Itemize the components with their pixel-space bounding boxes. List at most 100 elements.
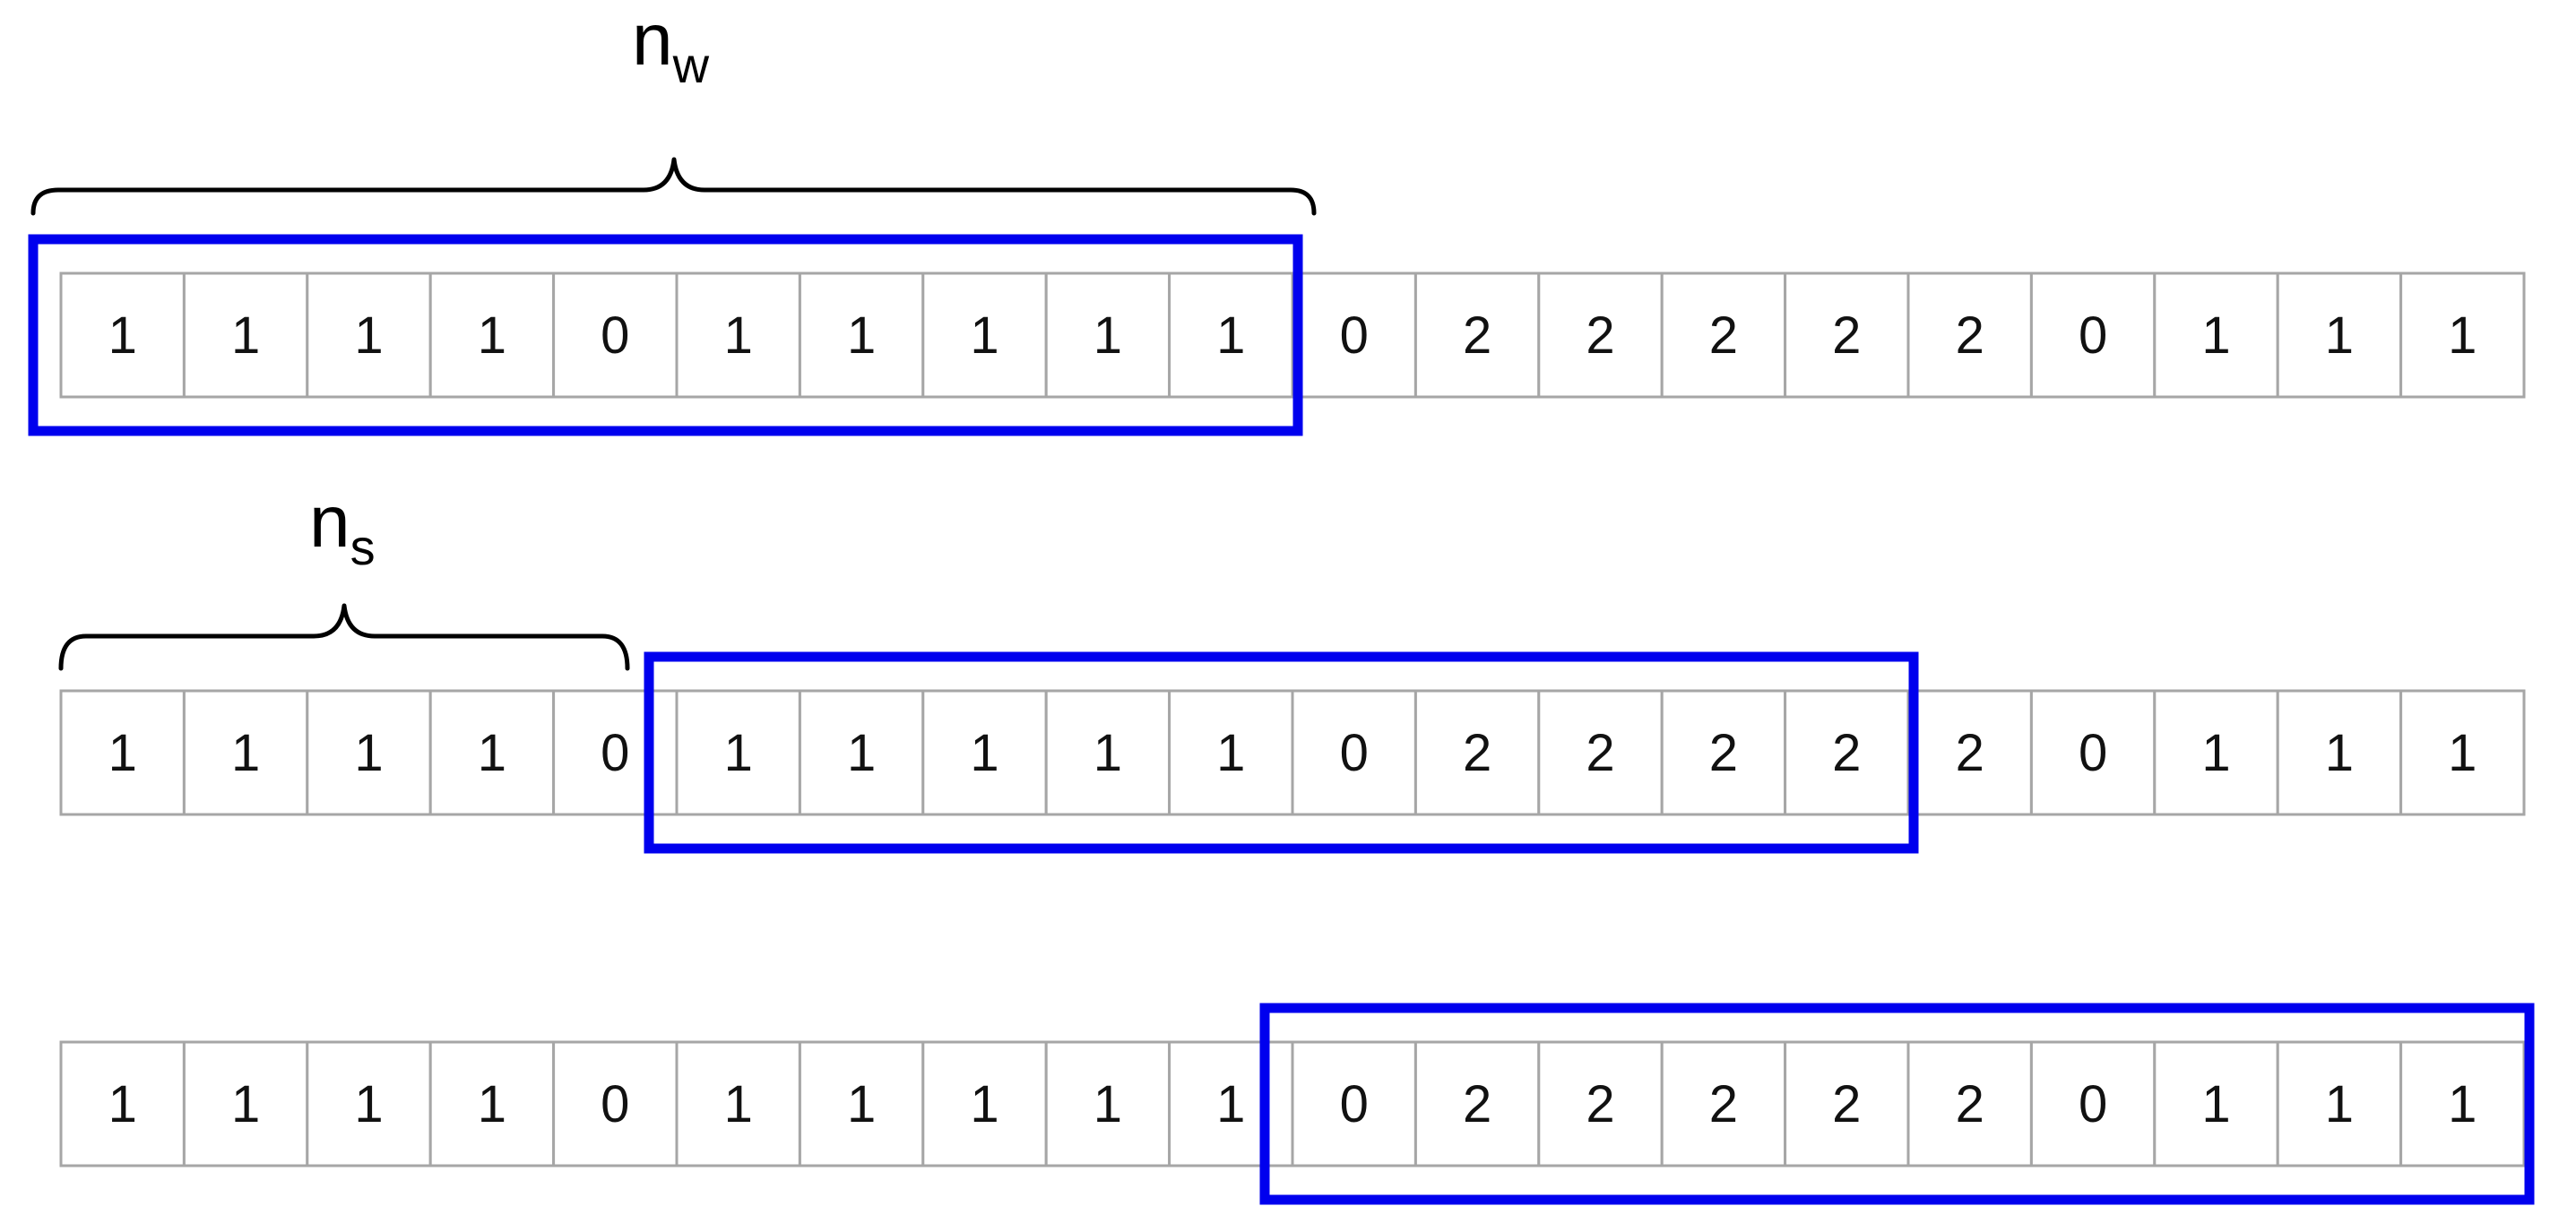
sequence-cell-value: 2 bbox=[1956, 306, 1984, 365]
sequence-cell-value: 0 bbox=[2079, 306, 2107, 365]
sequence-cell-value: 1 bbox=[478, 1075, 506, 1133]
sequence-cell bbox=[552, 1040, 679, 1167]
sequence-cell bbox=[798, 1040, 925, 1167]
window-size-brace bbox=[30, 157, 1317, 216]
sequence-cell-value: 0 bbox=[2079, 724, 2107, 782]
sequence-cell-value: 1 bbox=[724, 306, 753, 365]
step-size-label: ns bbox=[309, 481, 376, 575]
sequence-cell-value: 1 bbox=[2201, 1075, 2230, 1133]
sequence-cell bbox=[2399, 271, 2526, 399]
sequence-cell-value: 1 bbox=[1094, 724, 1122, 782]
step-size-brace-group: ns bbox=[58, 481, 630, 671]
sequence-cell-value: 1 bbox=[2325, 724, 2354, 782]
sequence-cell-value: 1 bbox=[847, 1075, 876, 1133]
window-highlights bbox=[28, 234, 2535, 1205]
sequence-cell-value: 2 bbox=[1463, 1075, 1491, 1133]
window-size-label-subscript: w bbox=[672, 37, 710, 93]
sequence-cell bbox=[1168, 271, 1294, 399]
sequence-cell-value: 1 bbox=[1216, 724, 1245, 782]
sequence-cell-value: 1 bbox=[478, 724, 506, 782]
sequence-cell bbox=[306, 1040, 432, 1167]
sequence-cell bbox=[2029, 271, 2157, 399]
sequence-cell bbox=[59, 271, 186, 399]
window-highlight-row-3 bbox=[1259, 1003, 2535, 1205]
sequence-cell-value: 0 bbox=[1340, 306, 1369, 365]
sequence-cell bbox=[552, 689, 679, 816]
sequence-cell bbox=[59, 689, 186, 816]
sequence-cell bbox=[2153, 271, 2279, 399]
sequence-cell bbox=[2029, 1040, 2157, 1167]
sequence-cell bbox=[798, 689, 925, 816]
sequence-cell-value: 0 bbox=[601, 724, 629, 782]
sequence-cell-value: 1 bbox=[354, 1075, 383, 1133]
sequence-cell bbox=[59, 1040, 186, 1167]
sequence-cell bbox=[1660, 271, 1787, 399]
step-size-label-subscript: s bbox=[350, 519, 376, 575]
sequence-cell-value: 2 bbox=[1832, 306, 1861, 365]
sequence-cell bbox=[2399, 1040, 2526, 1167]
sequence-cell bbox=[1784, 689, 1910, 816]
sequence-cell-value: 0 bbox=[2079, 1075, 2107, 1133]
sequence-cell-value: 2 bbox=[1586, 1075, 1614, 1133]
sequence-cell-value: 1 bbox=[108, 306, 137, 365]
sequence-cell bbox=[1906, 689, 2033, 816]
sequence-cell-value: 0 bbox=[601, 1075, 629, 1133]
sequence-cell bbox=[306, 271, 432, 399]
sequence-cell bbox=[1044, 1040, 1171, 1167]
sequence-cell-value: 1 bbox=[847, 306, 876, 365]
sequence-cell bbox=[1291, 689, 1417, 816]
step-size-brace bbox=[58, 603, 630, 671]
sequence-cell bbox=[2029, 689, 2157, 816]
sequence-cell-value: 0 bbox=[1340, 1075, 1369, 1133]
sequence-cell-value: 1 bbox=[231, 306, 260, 365]
sequence-cell-value: 2 bbox=[1832, 1075, 1861, 1133]
sequence-cell bbox=[921, 271, 1048, 399]
sequence-cell-value: 1 bbox=[724, 1075, 753, 1133]
sequence-cell bbox=[2276, 689, 2403, 816]
sequence-cell bbox=[1784, 1040, 1910, 1167]
sequence-cell bbox=[798, 271, 925, 399]
step-size-label-base: n bbox=[309, 481, 350, 563]
sequence-rows: 1 1 1 1 0 1 1 1 1 1 0 2 2 2 2 2 0 1 1 1 1 1 1 1 0 1 1 1 1 1 0 2 2 2 2 2 0 1 1 1… bbox=[59, 271, 2526, 1167]
window-size-label: nw bbox=[632, 0, 710, 93]
sequence-cell bbox=[675, 1040, 801, 1167]
sequence-cell-value: 1 bbox=[1216, 306, 1245, 365]
sequence-cell-value: 1 bbox=[478, 306, 506, 365]
sequence-cell bbox=[182, 689, 309, 816]
sequence-cell-value: 1 bbox=[108, 1075, 137, 1133]
sequence-cell-value: 1 bbox=[1094, 1075, 1122, 1133]
sequence-cell-value: 1 bbox=[2448, 724, 2477, 782]
sequence-cell-value: 1 bbox=[2201, 306, 2230, 365]
sequence-cell-value: 2 bbox=[1463, 724, 1491, 782]
sequence-cell-value: 1 bbox=[231, 724, 260, 782]
sequence-cell bbox=[182, 271, 309, 399]
sequence-cell-value: 0 bbox=[601, 306, 629, 365]
sequence-cell bbox=[1044, 689, 1171, 816]
sequence-cell-value: 2 bbox=[1586, 306, 1614, 365]
sequence-cell bbox=[1044, 271, 1171, 399]
sequence-cell-value: 1 bbox=[2325, 1075, 2354, 1133]
sequence-cell-value: 2 bbox=[1709, 724, 1738, 782]
sequence-cell-value: 2 bbox=[1832, 724, 1861, 782]
sequence-cell-value: 1 bbox=[354, 306, 383, 365]
sequence-cell-value: 1 bbox=[354, 724, 383, 782]
sequence-cell bbox=[921, 1040, 1048, 1167]
sequence-cell-value: 2 bbox=[1586, 724, 1614, 782]
sequence-cell-value: 1 bbox=[1094, 306, 1122, 365]
sequence-cell-value: 2 bbox=[1463, 306, 1491, 365]
sequence-cell bbox=[1660, 689, 1787, 816]
sequence-cell bbox=[2399, 689, 2526, 816]
sequence-cell-value: 1 bbox=[2448, 306, 2477, 365]
window-size-brace-group: nw bbox=[30, 0, 1317, 216]
sequence-cell-value: 2 bbox=[1956, 1075, 1984, 1133]
sequence-cell-value: 1 bbox=[847, 724, 876, 782]
sequence-cell-value: 1 bbox=[970, 724, 998, 782]
sequence-cell bbox=[921, 689, 1048, 816]
sequence-cell-value: 1 bbox=[1216, 1075, 1245, 1133]
sequence-cell bbox=[306, 689, 432, 816]
sequence-cell-value: 2 bbox=[1709, 306, 1738, 365]
sequence-cell bbox=[1906, 271, 2033, 399]
